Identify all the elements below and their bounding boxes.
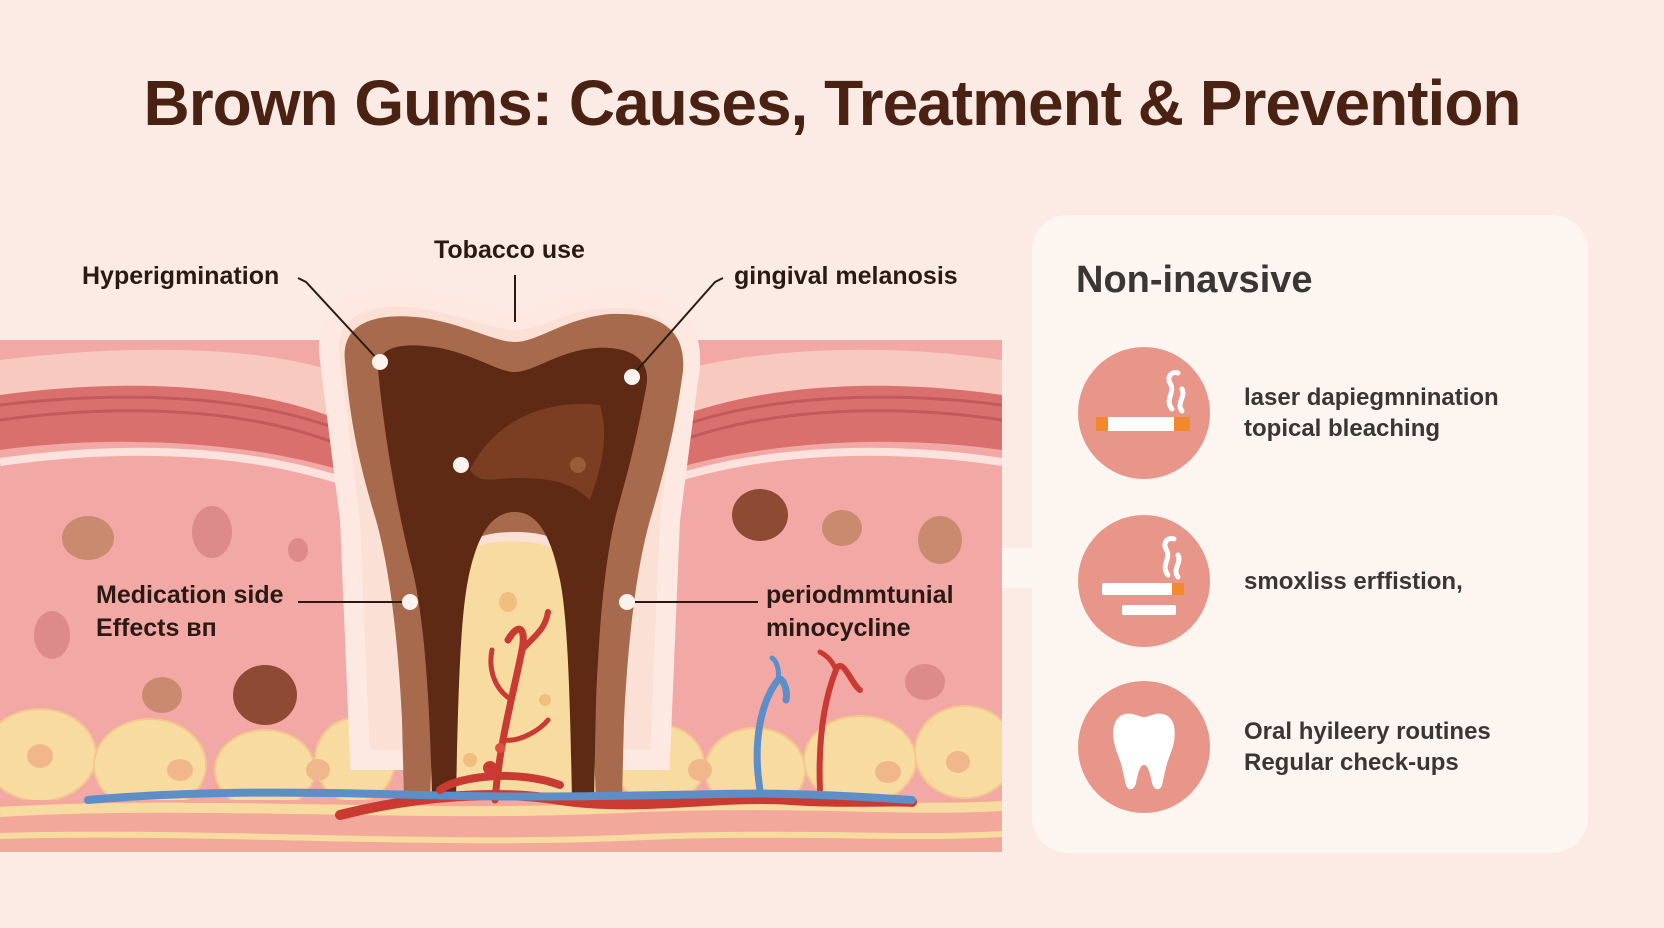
label-hyperpigmentation: Hyperigmination (82, 262, 280, 290)
treatment-item-text: smoxliss erffistion, (1244, 567, 1463, 595)
tooth-icon (1078, 681, 1210, 813)
treatment-item: laser dapiegmnination topical bleaching (1078, 347, 1568, 479)
label-periodontal: periodmmtunial minocycline (766, 581, 954, 642)
dentin-highlight (470, 403, 605, 500)
treatment-item-text: Oral hyileery routines Regular check-ups (1244, 718, 1491, 776)
smokeless-cigarette-icon (1078, 515, 1210, 647)
treatment-item: Oral hyileery routines Regular check-ups (1078, 681, 1568, 813)
label-markers (372, 354, 640, 610)
treatment-panel: Non-inavsive laser dapiegmnination topic… (1032, 215, 1588, 853)
label-tobacco-use: Tobacco use (434, 236, 585, 264)
treatment-item: smoxliss erffistion, (1078, 515, 1568, 647)
label-gingival-melanosis: gingival melanosis (734, 262, 958, 290)
blood-vessels (84, 609, 917, 820)
panel-connector (1002, 548, 1034, 588)
cigarette-icon (1078, 347, 1210, 479)
panel-heading: Non-inavsive (1076, 259, 1313, 301)
label-medication-side-effects: Medication side Effects вп (96, 581, 284, 642)
leader-lines (297, 275, 758, 603)
page-title: Brown Gums: Causes, Treatment & Preventi… (143, 67, 1522, 139)
pulp-area (420, 541, 600, 800)
treatment-item-text: laser dapiegmnination topical bleaching (1244, 384, 1499, 442)
